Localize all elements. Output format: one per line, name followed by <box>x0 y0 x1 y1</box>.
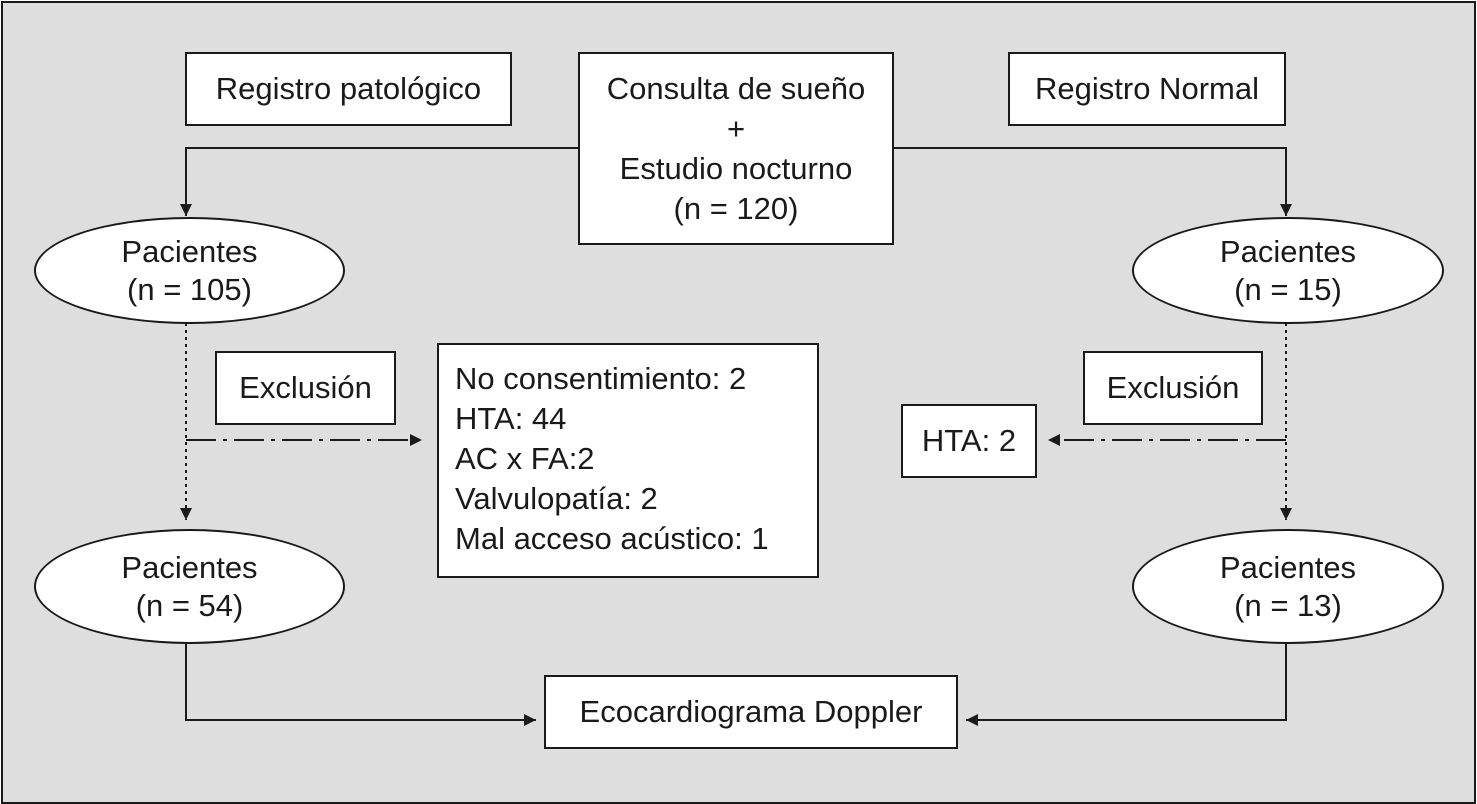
list-item: No consentimiento: 2 <box>455 361 747 396</box>
right-register-label: Registro Normal <box>1008 52 1286 126</box>
connector-start-right <box>892 147 1292 216</box>
list-item: HTA: 44 <box>455 401 567 436</box>
left-patients-initial: Pacientes (n = 105) <box>34 217 345 324</box>
right-patients-initial: Pacientes (n = 15) <box>1132 217 1444 324</box>
left-patients-final: Pacientes (n = 54) <box>34 529 345 644</box>
right-exclusion-list: HTA: 2 <box>901 404 1037 478</box>
start-line-1: Consulta de sueño <box>606 70 866 106</box>
list-item: AC x FA:2 <box>455 441 595 476</box>
list-item: HTA: 2 <box>921 423 1017 458</box>
start-box: Consulta de sueño + Estudio nocturno (n … <box>578 52 894 245</box>
start-line-3: Estudio nocturno <box>619 150 853 186</box>
start-line-4: (n = 120) <box>673 190 799 226</box>
connector-start-left <box>180 147 579 216</box>
right-exclusion-label: Exclusión <box>1083 351 1263 425</box>
start-line-2: + <box>726 110 746 146</box>
left-register-label: Registro patológico <box>185 52 512 126</box>
left-exclusion-list: No consentimiento: 2 HTA: 44 AC x FA:2 V… <box>437 343 819 578</box>
right-patients-final: Pacientes (n = 13) <box>1132 529 1444 644</box>
end-box: Ecocardiograma Doppler <box>544 675 958 749</box>
connector-right-end <box>966 643 1287 726</box>
list-item: Valvulopatía: 2 <box>455 481 658 516</box>
left-exclusion-label: Exclusión <box>215 351 396 425</box>
connector-left-end <box>185 643 536 726</box>
list-item: Mal acceso acústico: 1 <box>455 521 769 556</box>
